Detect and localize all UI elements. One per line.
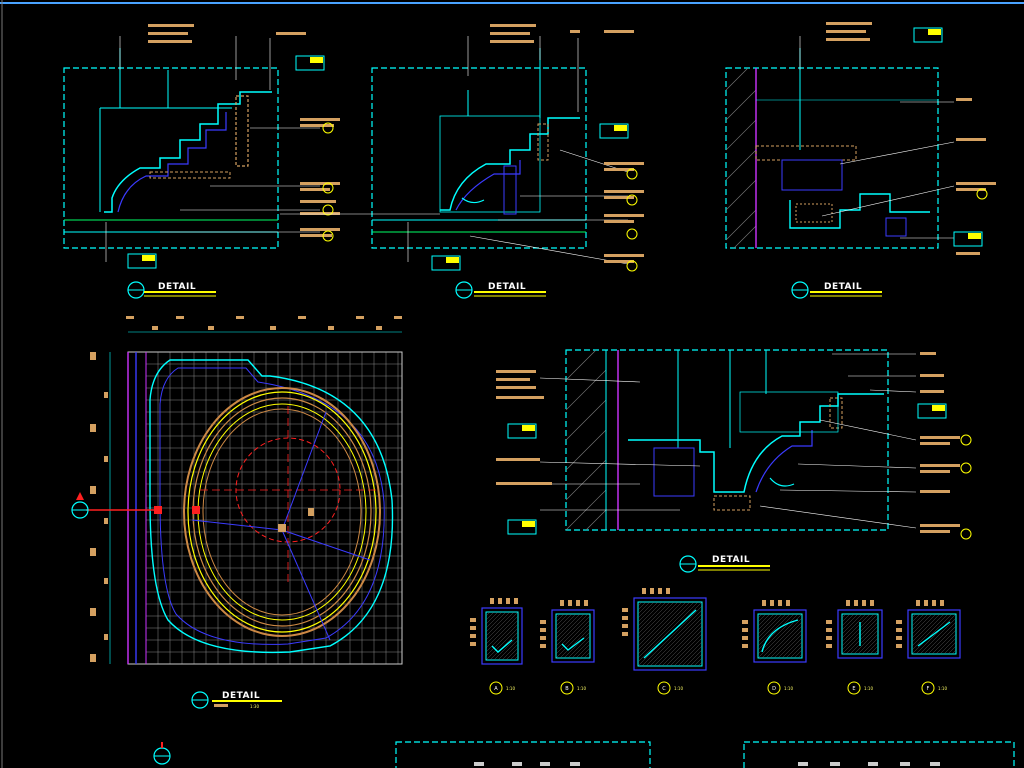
detail-5-title: DETAIL 1:30 <box>191 691 282 709</box>
section-detail-3: C 1:10 <box>622 588 707 695</box>
section-marker-label: F <box>927 686 930 692</box>
detail-3-label: DETAIL <box>824 282 862 292</box>
detail-4: DETAIL <box>496 349 972 573</box>
section-detail-6: F 1:10 <box>896 600 961 695</box>
ceiling-plan: DETAIL 1:30 <box>71 316 403 765</box>
bottom-frames <box>395 741 1015 768</box>
section-detail-2: B 1:10 <box>540 600 595 695</box>
section-scale-label: 1:10 <box>577 686 586 691</box>
detail-1-title: DETAIL <box>127 281 216 299</box>
section-marker-label: C <box>662 686 666 692</box>
section-marker-label: B <box>565 686 569 692</box>
section-detail-5: E 1:10 <box>826 600 883 695</box>
detail-2: DETAIL <box>280 24 644 299</box>
section-scale-label: 1:10 <box>784 686 793 691</box>
detail-4-title: DETAIL <box>679 555 770 573</box>
ceiling-height-tag <box>127 55 325 269</box>
section-marker-label: E <box>852 686 855 692</box>
small-sections: A 1:10 B 1:10 C 1:10 D 1:10 E 1:10 F 1:10 <box>470 588 961 695</box>
section-marker-label: A <box>494 686 498 692</box>
detail-5-scale: 1:30 <box>250 704 259 709</box>
section-detail-4: D 1:10 <box>742 600 807 695</box>
detail-5-label: DETAIL <box>222 691 260 701</box>
detail-1: DETAIL <box>63 24 340 299</box>
detail-2-title: DETAIL <box>455 281 546 299</box>
section-marker-label: D <box>772 686 776 692</box>
section-scale-label: 1:10 <box>864 686 873 691</box>
detail-3: DETAIL <box>725 22 996 299</box>
section-scale-label: 1:10 <box>938 686 947 691</box>
section-detail-1: A 1:10 <box>470 598 523 695</box>
detail-4-label: DETAIL <box>712 555 750 565</box>
section-scale-label: 1:10 <box>674 686 683 691</box>
detail-2-label: DETAIL <box>488 282 526 292</box>
detail-1-label: DETAIL <box>158 282 196 292</box>
detail-3-title: DETAIL <box>791 281 882 299</box>
section-scale-label: 1:10 <box>506 686 515 691</box>
